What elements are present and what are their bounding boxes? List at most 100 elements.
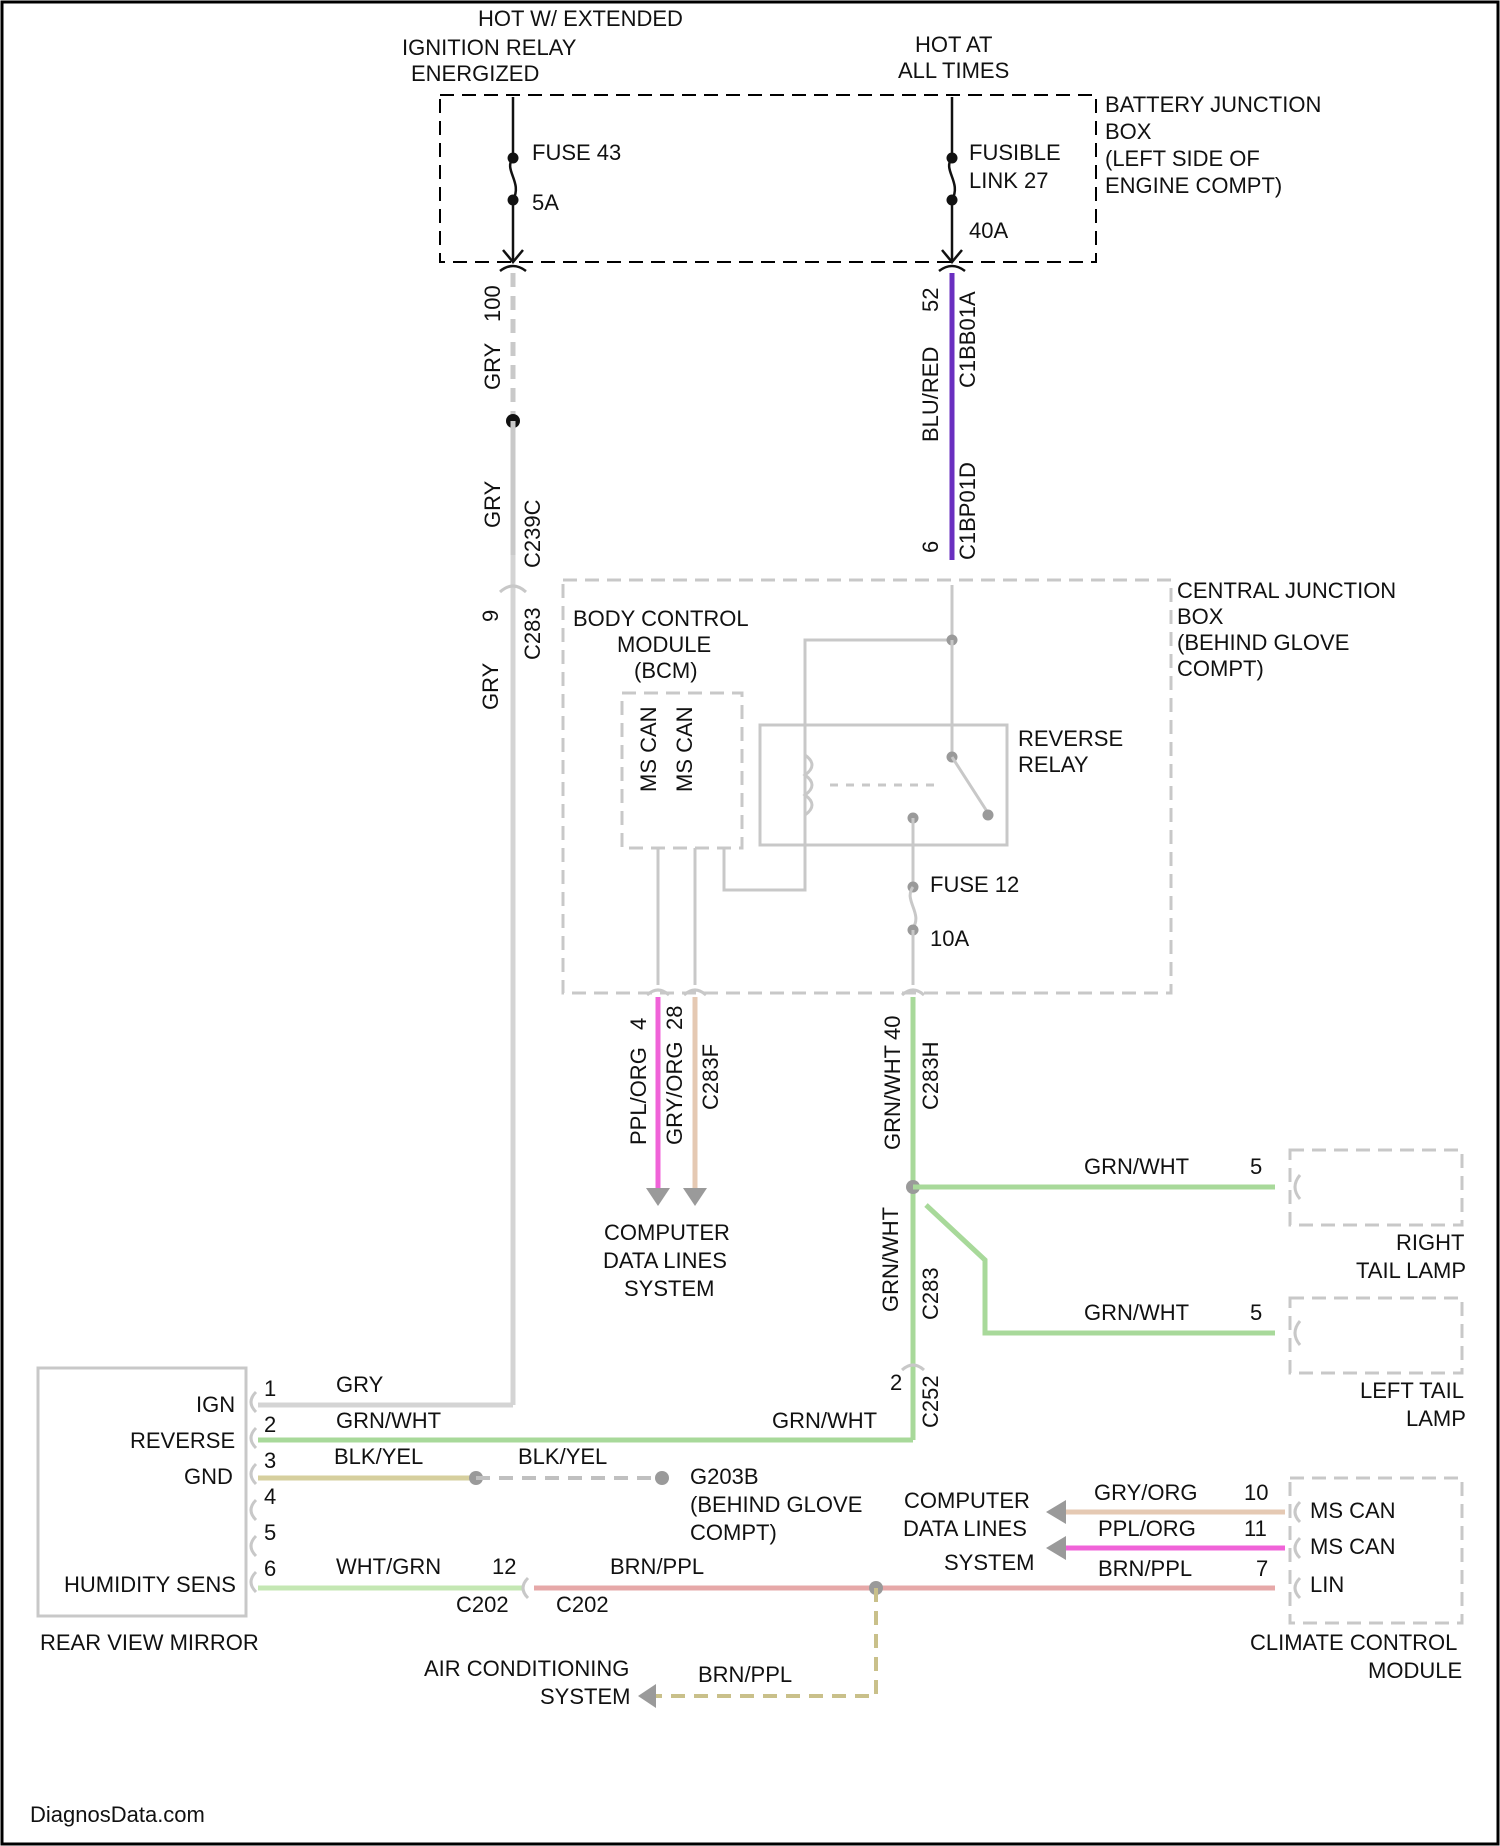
mirror-pin-num-1: 1 bbox=[264, 1376, 276, 1401]
mirror-wire-gnd: BLK/YEL bbox=[334, 1444, 423, 1469]
right-tail-label-1: RIGHT bbox=[1396, 1230, 1464, 1255]
tail-wire-1: GRN/WHT bbox=[1084, 1154, 1189, 1179]
right-wire-connector-2: C1BP01D bbox=[955, 462, 980, 560]
mirror-pin-num-3: 3 bbox=[264, 1448, 276, 1473]
ccm-pin-ms-can-2: MS CAN bbox=[1310, 1534, 1396, 1559]
mirror-wire-brn: BRN/PPL bbox=[610, 1554, 704, 1579]
bjb-label-4: ENGINE COMPT) bbox=[1105, 173, 1282, 198]
mirror-wire-hum: WHT/GRN bbox=[336, 1554, 441, 1579]
ac-label-2: SYSTEM bbox=[540, 1684, 630, 1709]
ccm-pin-2: 11 bbox=[1244, 1516, 1267, 1541]
link-27-name-1: FUSIBLE bbox=[969, 140, 1061, 165]
mirror-pin-gnd: GND bbox=[184, 1464, 233, 1489]
top-section: HOT W/ EXTENDED IGNITION RELAY ENERGIZED… bbox=[402, 6, 1321, 568]
data-dest-3: SYSTEM bbox=[624, 1276, 714, 1301]
tail-pin-1: 5 bbox=[1250, 1154, 1262, 1179]
cjb-label-1: CENTRAL JUNCTION bbox=[1177, 578, 1396, 603]
fusible-link-27-icon bbox=[949, 158, 955, 200]
ccm-data-3: SYSTEM bbox=[944, 1550, 1034, 1575]
footer-credit: DiagnosData.com bbox=[30, 1802, 205, 1827]
bcm-pin-b: 28 bbox=[662, 1006, 687, 1030]
bjb-label-1: BATTERY JUNCTION bbox=[1105, 92, 1321, 117]
left-tail-label-2: LAMP bbox=[1406, 1406, 1466, 1431]
tail-c2-conn: C252 bbox=[918, 1375, 943, 1428]
fuse-12-rating: 10A bbox=[930, 926, 969, 951]
bcm-pin-a: 4 bbox=[626, 1018, 651, 1030]
ccm-wire-1: GRY/ORG bbox=[1094, 1480, 1198, 1505]
mirror-wire-rev-2: GRN/WHT bbox=[772, 1408, 877, 1433]
fuse-12-icon bbox=[910, 887, 916, 928]
left-wire-color-2: GRY bbox=[480, 480, 505, 528]
ccm-data-1: COMPUTER bbox=[904, 1488, 1030, 1513]
ccm-label-2: MODULE bbox=[1368, 1658, 1462, 1683]
mirror-pin-num-2: 2 bbox=[264, 1412, 276, 1437]
bcm-color-a: PPL/ORG bbox=[626, 1047, 651, 1145]
fuse-43-icon bbox=[510, 158, 516, 200]
fuse12-conn: C283H bbox=[918, 1042, 943, 1110]
left-tail-lamp bbox=[1290, 1298, 1462, 1373]
mirror-c-conn-b: C202 bbox=[556, 1592, 609, 1617]
bcm-ms-can-a: MS CAN bbox=[636, 706, 661, 792]
left-wire-pin: 100 bbox=[480, 285, 505, 322]
ccm-pin-3: 7 bbox=[1256, 1556, 1268, 1581]
relay-label-2: RELAY bbox=[1018, 752, 1089, 777]
ccm-pin-lin: LIN bbox=[1310, 1572, 1344, 1597]
right-wire-color: BLU/RED bbox=[918, 347, 943, 442]
connector-cup-left bbox=[500, 266, 526, 271]
right-tail-lamp bbox=[1290, 1150, 1462, 1225]
data-arrow-b bbox=[683, 1188, 707, 1206]
mirror-pin-num-4: 4 bbox=[264, 1484, 276, 1509]
fuse12-pin: 40 bbox=[880, 1016, 905, 1040]
link-27-rating: 40A bbox=[969, 218, 1008, 243]
bjb-label-3: (LEFT SIDE OF bbox=[1105, 146, 1260, 171]
ccm-pin-ms-can-1: MS CAN bbox=[1310, 1498, 1396, 1523]
link-27-name-2: LINK 27 bbox=[969, 168, 1049, 193]
ccm-wire-3: BRN/PPL bbox=[1098, 1556, 1192, 1581]
bcm-color-b: GRY/ORG bbox=[662, 1041, 687, 1145]
ground-label-2: (BEHIND GLOVE bbox=[690, 1492, 862, 1517]
fuse-12-name: FUSE 12 bbox=[930, 872, 1019, 897]
data-dest-1: COMPUTER bbox=[604, 1220, 730, 1245]
lower-section: 9 GRY C283 CENTRAL JUNCTION BOX (BEHIND … bbox=[30, 555, 1466, 1827]
ground-point-icon bbox=[655, 1471, 669, 1485]
fuse12-wire-color: GRN/WHT bbox=[880, 1045, 905, 1150]
mirror-wire-ign: GRY bbox=[336, 1372, 384, 1397]
data-dest-2: DATA LINES bbox=[603, 1248, 727, 1273]
left-wire-color-1: GRY bbox=[480, 342, 505, 390]
bcm-label-1: BODY CONTROL bbox=[573, 606, 749, 631]
mirror-c-conn-a: C202 bbox=[456, 1592, 509, 1617]
right-wire-pin-2: 6 bbox=[918, 541, 943, 553]
connector-cup-right bbox=[939, 266, 965, 271]
ground-label-3: COMPT) bbox=[690, 1520, 777, 1545]
left-source-line-1: HOT W/ EXTENDED bbox=[478, 6, 683, 31]
left-wire-connector: C239C bbox=[520, 499, 545, 568]
mirror-wire-gnd-2: BLK/YEL bbox=[518, 1444, 607, 1469]
ac-wire-color: BRN/PPL bbox=[698, 1662, 792, 1687]
ac-arrow bbox=[638, 1684, 656, 1708]
left-lower-connector: C283 bbox=[520, 607, 545, 660]
fuse-43-rating: 5A bbox=[532, 190, 559, 215]
bcm-label-3: (BCM) bbox=[634, 658, 698, 683]
left-source-line-2: IGNITION RELAY bbox=[402, 35, 577, 60]
bjb-label-2: BOX bbox=[1105, 119, 1152, 144]
mirror-label: REAR VIEW MIRROR bbox=[40, 1630, 259, 1655]
ccm-data-2: DATA LINES bbox=[903, 1516, 1027, 1541]
ccm-label-1: CLIMATE CONTROL bbox=[1250, 1630, 1457, 1655]
mirror-wire-rev: GRN/WHT bbox=[336, 1408, 441, 1433]
bcm-label-2: MODULE bbox=[617, 632, 711, 657]
tail-c2-pin: 2 bbox=[890, 1370, 902, 1395]
ccm-pin-1: 10 bbox=[1244, 1480, 1268, 1505]
bcm-ms-can-b: MS CAN bbox=[672, 706, 697, 792]
mirror-pin-humidity: HUMIDITY SENS bbox=[64, 1572, 236, 1597]
right-wire-pin: 52 bbox=[918, 288, 943, 312]
mirror-pin-num-5: 5 bbox=[264, 1520, 276, 1545]
cjb-label-2: BOX bbox=[1177, 604, 1224, 629]
fuse-43-name: FUSE 43 bbox=[532, 140, 621, 165]
right-tail-label-2: TAIL LAMP bbox=[1356, 1258, 1466, 1283]
right-wire-connector-1: C1BB01A bbox=[955, 291, 980, 388]
tail-wire-2: GRN/WHT bbox=[1084, 1300, 1189, 1325]
relay-label-1: REVERSE bbox=[1018, 726, 1123, 751]
ground-label-1: G203B bbox=[690, 1464, 759, 1489]
